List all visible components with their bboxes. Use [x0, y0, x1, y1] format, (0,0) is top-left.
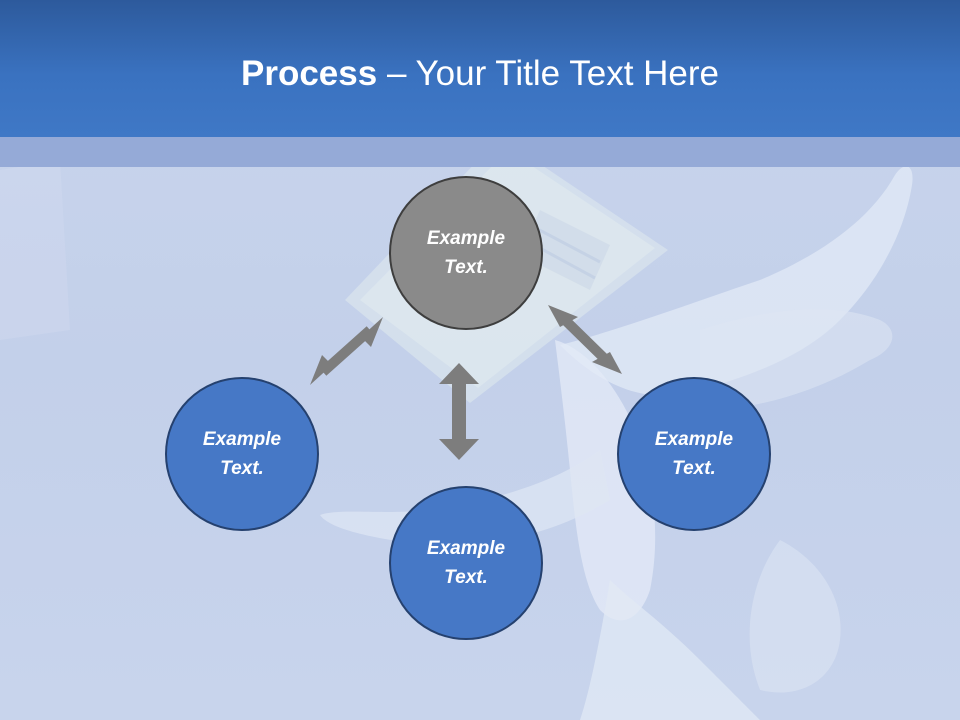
right-node-text: Example Text. — [654, 429, 734, 479]
header-bar — [0, 0, 960, 137]
arrow-center-bottom — [439, 363, 479, 460]
header-band — [0, 137, 960, 167]
slide-title: Process – Your Title Text Here — [0, 52, 960, 96]
title-rest: – Your Title Text Here — [377, 54, 719, 93]
arrow-center-left — [310, 317, 383, 385]
center-node: Example Text. — [389, 176, 543, 330]
left-node-text: Example Text. — [202, 429, 282, 479]
bottom-node-text: Example Text. — [426, 538, 506, 588]
center-node-text: Example Text. — [426, 228, 506, 278]
arrow-center-right — [548, 305, 622, 374]
left-node: Example Text. — [165, 377, 319, 531]
right-node: Example Text. — [617, 377, 771, 531]
bottom-node: Example Text. — [389, 486, 543, 640]
title-bold: Process — [241, 54, 378, 93]
